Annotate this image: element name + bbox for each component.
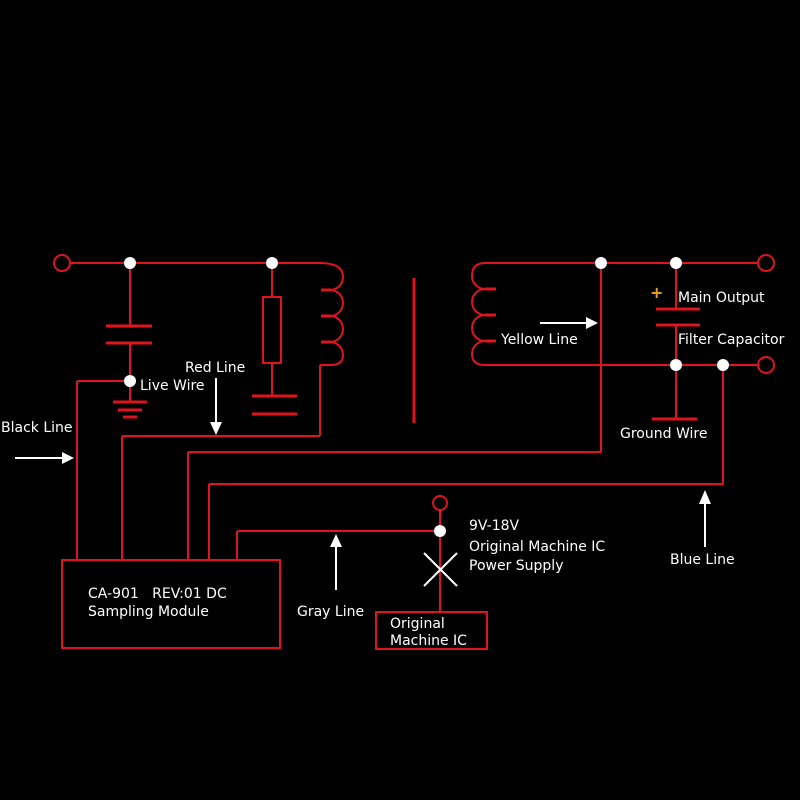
label-red-line: Red Line (185, 360, 245, 376)
ic-box-line1: Original (390, 616, 445, 632)
label-supply-ic: Original Machine IC (469, 539, 605, 555)
junction-dot (670, 359, 682, 371)
label-yellow-line: Yellow Line (500, 332, 578, 348)
junction-dot (434, 525, 446, 537)
junction-dot (266, 257, 278, 269)
ic-box-line2: Machine IC (390, 633, 467, 649)
label-filter-capacitor: Filter Capacitor (678, 332, 785, 348)
label-gray-line: Gray Line (297, 604, 364, 620)
output-terminal-positive (757, 254, 775, 272)
secondary-coil (470, 262, 486, 366)
cut-mark (423, 552, 458, 587)
label-black-line: Black Line (1, 420, 73, 436)
junction-dot (124, 257, 136, 269)
label-supply-voltage: 9V-18V (469, 518, 520, 534)
junction-dot (595, 257, 607, 269)
resistor (262, 296, 282, 364)
junction-dot (124, 375, 136, 387)
input-terminal-top (53, 254, 71, 272)
label-main-output: Main Output (678, 290, 765, 306)
output-terminal-negative (757, 356, 775, 374)
primary-coil (319, 262, 345, 366)
label-live-wire: Live Wire (140, 378, 205, 394)
supply-terminal (432, 495, 448, 511)
sampling-module-box (61, 559, 281, 649)
arrowhead-icon (210, 422, 222, 435)
original-ic-box (375, 611, 488, 650)
arrowhead-icon (62, 452, 74, 464)
arrowhead-icon (699, 490, 711, 504)
label-blue-line: Blue Line (670, 552, 735, 568)
label-ground-wire: Ground Wire (620, 426, 707, 442)
polarity-plus-icon: + (650, 283, 663, 302)
arrowhead-icon (330, 534, 342, 547)
module-title: CA-901 REV:01 DC (88, 586, 227, 602)
module-subtitle: Sampling Module (88, 604, 209, 620)
label-power-supply: Power Supply (469, 558, 564, 574)
junction-dot (670, 257, 682, 269)
arrowhead-icon (586, 317, 598, 329)
junction-dot (717, 359, 729, 371)
